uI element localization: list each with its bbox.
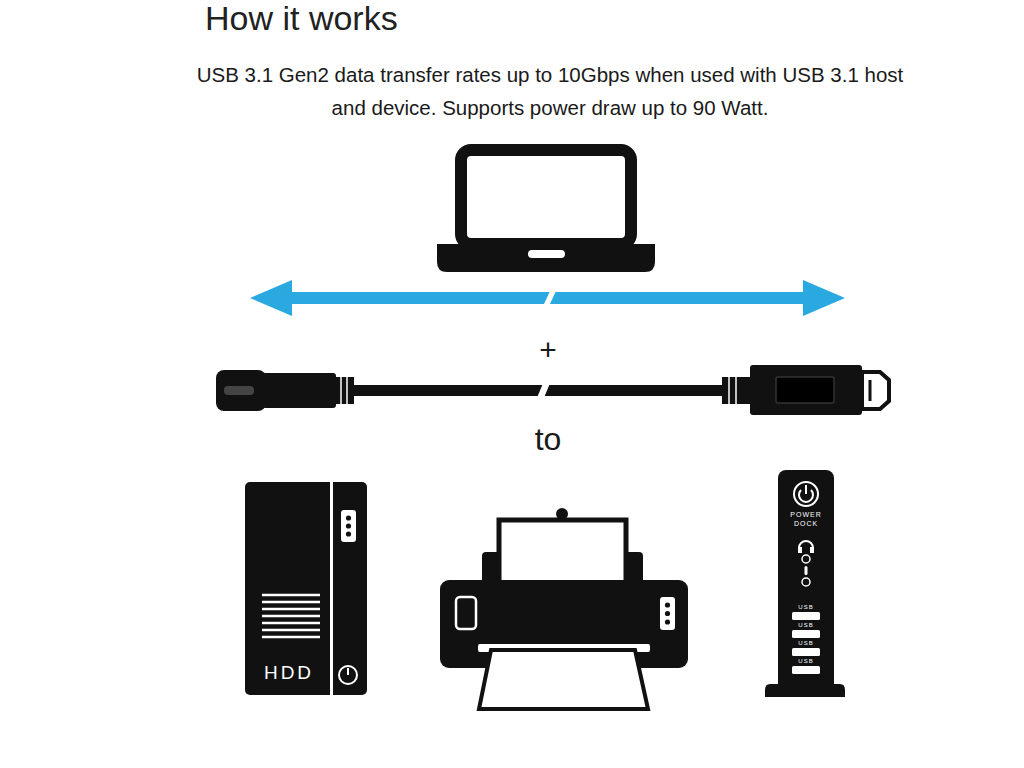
power-dock-shape <box>805 566 808 575</box>
hdd-box-shape <box>262 629 320 632</box>
power-dock-detail <box>778 470 834 685</box>
usb-c-to-b-cable-part <box>750 365 862 415</box>
dock-base <box>765 684 845 697</box>
usb-c-to-b-cable-part <box>336 377 354 404</box>
hdd-box-shape <box>262 601 320 604</box>
hdd-box-shape <box>262 608 320 611</box>
usb-c-to-b-cable-part <box>536 381 551 400</box>
usb-c-to-b-cable-part <box>862 372 889 409</box>
power-dock-shape <box>802 555 810 563</box>
usb-c-to-b-cable-part <box>728 377 730 404</box>
printer-icon-part <box>499 520 626 584</box>
power-dock-shape <box>799 541 813 548</box>
usb-port-label: USB <box>782 603 830 611</box>
usb-c-to-b-cable-part <box>722 377 752 404</box>
subtitle: USB 3.1 Gen2 data transfer rates up to 1… <box>180 58 920 124</box>
double-arrow-part <box>250 280 292 316</box>
power-dock-shape <box>792 612 820 620</box>
usb-port-label: USB <box>782 621 830 629</box>
printer-icon-part <box>665 619 670 624</box>
power-dock-shape <box>802 578 810 586</box>
printer-icon-part <box>665 602 670 607</box>
hdd-box-shape <box>341 510 356 542</box>
power-dock-shape <box>792 630 820 638</box>
laptop-icon-part <box>437 244 655 272</box>
power-dock-shape <box>798 547 802 553</box>
printer-icon-part <box>456 597 476 629</box>
power-dock-shape <box>805 485 807 494</box>
usb-c-to-b-cable-part <box>869 380 872 401</box>
laptop-icon-part <box>461 150 631 244</box>
plus-sign: + <box>508 332 588 368</box>
laptop-icon <box>437 150 655 272</box>
printer-icon-part <box>479 650 648 709</box>
hdd-box-shape <box>346 523 351 528</box>
hdd-box-shape <box>262 615 320 618</box>
power-dock-shape <box>792 648 820 656</box>
usb-c-to-b-cable <box>216 365 889 415</box>
hdd-box-shape <box>262 622 320 625</box>
hdd-box-shape <box>347 668 349 675</box>
title: How it works <box>205 0 398 39</box>
usb-port-label: USB <box>782 657 830 665</box>
hdd-box-shape <box>346 515 351 520</box>
usb-c-to-b-cable-part <box>340 377 342 404</box>
power-dock-shape <box>792 666 820 674</box>
hdd-label: HDD <box>251 661 327 685</box>
connector-word: to <box>508 419 588 459</box>
printer-icon-part <box>665 611 670 616</box>
double-arrow-part <box>543 289 557 306</box>
usb-c-to-b-cable-part <box>776 377 834 403</box>
hdd-box-shape <box>262 594 320 597</box>
power-dock-shape <box>794 482 818 506</box>
usb-c-to-b-cable-part <box>216 370 266 411</box>
printer-icon-part <box>660 597 675 630</box>
printer-icon <box>440 508 688 709</box>
usb-port-label: USB <box>782 639 830 647</box>
usb-c-to-b-cable-part <box>262 373 336 408</box>
dock-base-part <box>765 684 845 697</box>
laptop-icon-part <box>528 250 565 258</box>
hdd-box-shape <box>346 531 351 536</box>
hdd-box: HDD <box>245 482 367 695</box>
double-arrow-part <box>803 280 845 316</box>
usb-c-to-b-cable-part <box>224 386 254 395</box>
hdd-box-shape <box>330 482 333 695</box>
dock-label: POWER DOCK <box>784 510 828 528</box>
double-arrow <box>250 280 845 316</box>
usb-c-to-b-cable-part <box>735 377 737 404</box>
hdd-box-shape <box>262 636 320 639</box>
power-dock-shape <box>810 547 814 553</box>
usb-c-to-b-cable-part <box>346 377 348 404</box>
power-dock: POWER DOCK USB USB USB USB <box>778 470 834 685</box>
hdd-box-shape <box>339 666 357 684</box>
